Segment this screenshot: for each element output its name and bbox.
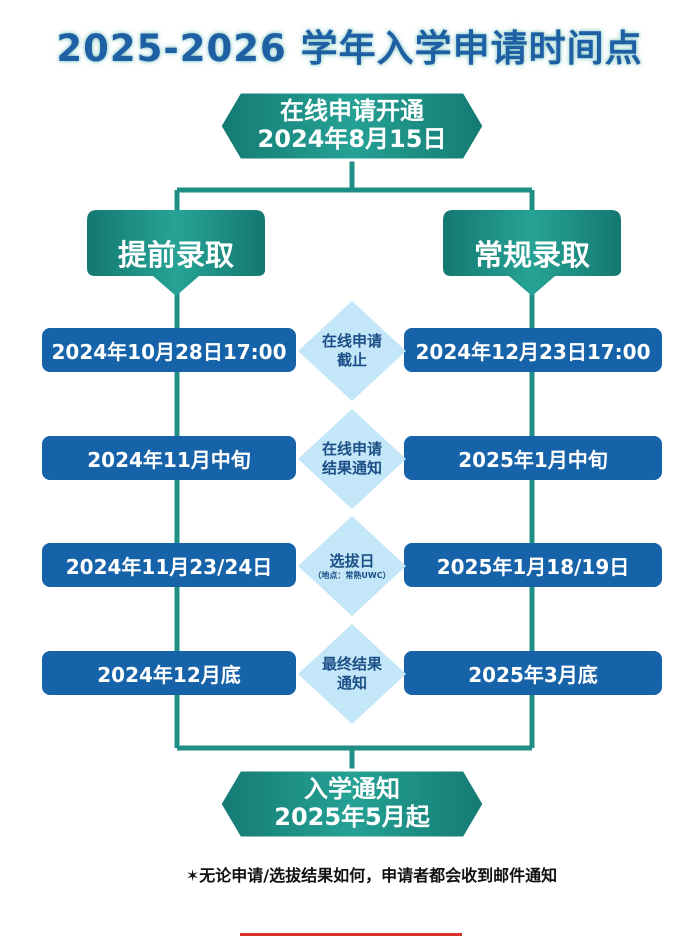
track-regular: 常规录取 [443, 210, 621, 298]
early-date-result: 2024年11月中旬 [42, 436, 296, 480]
early-date-final: 2024年12月底 [42, 651, 296, 695]
stage-final-line1: 最终结果 [321, 655, 382, 674]
stage-selection-line1: 选拔日 [329, 551, 375, 570]
admission-notice-label: 入学通知 [304, 775, 400, 804]
regular-date-deadline: 2024年12月23日17:00 [404, 328, 662, 372]
stage-deadline-line2: 截止 [336, 351, 367, 369]
bottom-divider [240, 933, 462, 936]
track-regular-label: 常规录取 [473, 238, 590, 272]
stage-deadline-diamond: 在线申请 截止 [298, 301, 406, 401]
regular-date-final: 2025年3月底 [404, 651, 662, 695]
admission-notice-date: 2025年5月起 [274, 803, 430, 831]
application-open-label: 在线申请开通 [280, 97, 424, 126]
application-open-box: 在线申请开通 2024年8月15日 [218, 90, 486, 162]
regular-date-result: 2025年1月中旬 [404, 436, 662, 480]
application-open-date: 2024年8月15日 [257, 125, 447, 153]
track-early: 提前录取 [87, 210, 265, 298]
footnote: ✶无论申请/选拔结果如何，申请者都会收到邮件通知 [185, 866, 558, 885]
page-title: 2025-2026 学年入学申请时间点 [56, 27, 643, 70]
stage-final-diamond: 最终结果 通知 [298, 624, 406, 724]
stage-result-line2: 结果通知 [321, 459, 382, 477]
stage-result-line1: 在线申请 [321, 440, 382, 459]
stage-selection-location: （地点：常熟UWC） [313, 570, 391, 580]
track-early-label: 提前录取 [117, 238, 234, 272]
stage-selection-diamond: 选拔日 （地点：常熟UWC） [298, 516, 406, 616]
regular-date-selection: 2025年1月18/19日 [404, 543, 662, 587]
stage-deadline-line1: 在线申请 [321, 332, 382, 351]
early-date-selection: 2024年11月23/24日 [42, 543, 296, 587]
early-date-deadline: 2024年10月28日17:00 [42, 328, 296, 372]
admission-notice-box: 入学通知 2025年5月起 [218, 768, 486, 840]
stage-result-diamond: 在线申请 结果通知 [298, 409, 406, 509]
stage-final-line2: 通知 [336, 674, 367, 692]
